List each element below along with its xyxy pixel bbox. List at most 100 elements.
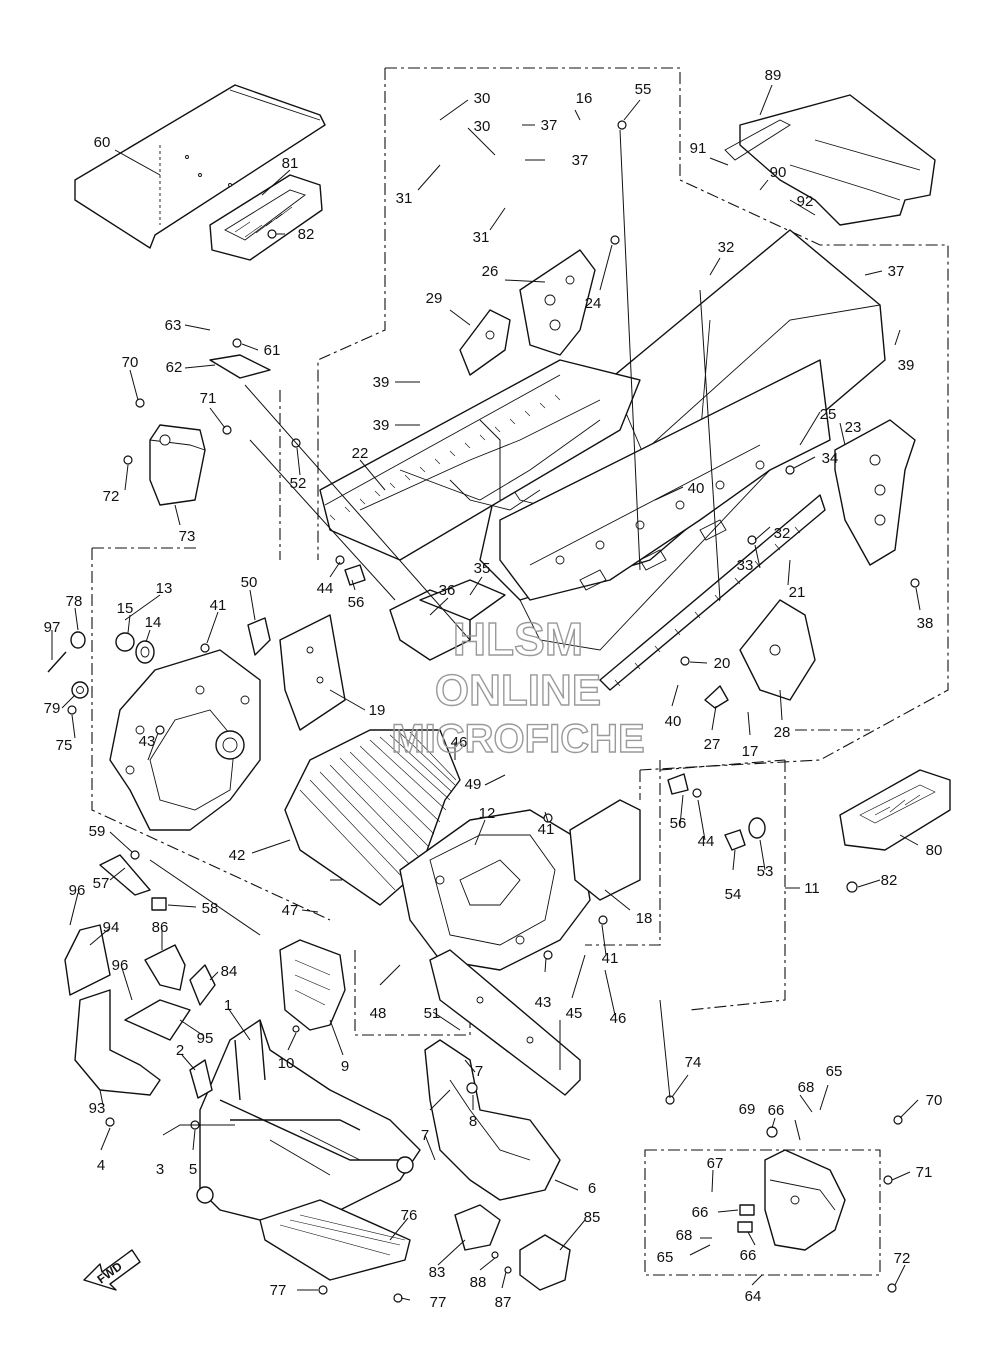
fwd-arrow: FWD [83,1249,141,1291]
callout-11: 11 [804,880,820,897]
callout-70: 70 [926,1092,943,1109]
part-26-bracket [519,249,596,356]
callout-79: 79 [44,700,61,717]
part-80-vent [839,769,951,851]
callout-91: 91 [690,140,707,157]
callout-32: 32 [774,525,791,542]
callout-22: 22 [352,445,369,462]
callout-41: 41 [602,950,619,967]
callout-59: 59 [89,823,106,840]
part-83-bracket [454,1204,501,1251]
part-22-frame-member [319,359,641,561]
callout-5: 5 [189,1161,197,1178]
callout-47: 47 [282,902,299,919]
boundary-front [91,547,661,946]
callout-64: 64 [745,1288,762,1305]
part-84-bracket [189,964,216,1006]
callout-26: 26 [482,263,499,280]
callout-82: 82 [881,872,898,889]
callout-4: 4 [97,1157,105,1174]
callout-37: 37 [541,117,558,134]
callout-71: 71 [916,1164,933,1181]
callout-56: 56 [348,594,365,611]
callout-7: 7 [475,1063,483,1080]
callout-84: 84 [221,963,238,980]
callout-30: 30 [474,118,491,135]
callout-15: 15 [117,600,134,617]
callout-33: 33 [737,557,754,574]
main-tunnel-frame [479,229,886,651]
callout-29: 29 [426,290,443,307]
part-54-clip [724,829,746,851]
callout-69: 69 [739,1101,756,1118]
callout-61: 61 [264,342,281,359]
callout-38: 38 [917,615,934,632]
part-27-plate [704,685,729,709]
callout-57: 57 [93,875,110,892]
boundary-11 [639,759,786,800]
callout-40: 40 [688,480,705,497]
callout-53: 53 [757,863,774,880]
callout-80: 80 [926,842,943,859]
callout-43: 43 [535,994,552,1011]
callout-41: 41 [538,821,555,838]
watermark-line-1: HLSM [453,613,583,665]
part-23-bracket [834,419,916,566]
boundary-subframe [689,729,870,1011]
callout-76: 76 [401,1207,418,1224]
callout-24: 24 [585,295,602,312]
part-76-skid-plate [259,1199,411,1281]
callout-97: 97 [44,619,61,636]
callout-21: 21 [789,584,806,601]
part-62-bracket [209,354,271,379]
part-81-vent [209,174,323,261]
callout-96: 96 [69,882,86,899]
callout-39: 39 [373,417,390,434]
callout-88: 88 [470,1274,487,1291]
part-85-cover [519,1234,571,1291]
callout-18: 18 [636,910,653,927]
callout-31: 31 [473,229,490,246]
callout-44: 44 [698,833,715,850]
callout-52: 52 [290,475,307,492]
part-57-bracket [99,854,151,896]
part-95-panel [124,999,191,1041]
callout-75: 75 [56,737,73,754]
callout-36: 36 [439,582,456,599]
part-12-mid-frame [399,809,591,971]
part-93-lower-panel [74,989,161,1096]
callout-42: 42 [229,847,246,864]
part-64-bracket [737,1149,846,1251]
watermark-line-2: ONLINE [435,666,601,715]
callout-12: 12 [479,805,496,822]
parts-14-15-bearings [115,632,155,664]
callout-86: 86 [152,919,169,936]
part-53-spacer [748,817,766,839]
callout-30: 30 [474,90,491,107]
part-29-bracket [459,309,511,376]
callout-16: 16 [576,90,593,107]
callout-73: 73 [179,528,196,545]
callout-6: 6 [588,1180,596,1197]
callout-1: 1 [224,997,232,1014]
callout-40: 40 [665,713,682,730]
callout-74: 74 [685,1054,702,1071]
callout-89: 89 [765,67,782,84]
callout-51: 51 [424,1005,441,1022]
callout-31: 31 [396,190,413,207]
callout-35: 35 [474,560,491,577]
callout-60: 60 [94,134,111,151]
callout-46: 46 [451,734,468,751]
callout-37: 37 [888,263,905,280]
callout-58: 58 [202,900,219,917]
callout-87: 87 [495,1294,512,1311]
part-94-panel [64,924,111,996]
callout-32: 32 [718,239,735,256]
callout-81: 81 [282,155,299,172]
leader-lines [51,84,921,1301]
part-6-side-panel [424,1039,561,1201]
callout-44: 44 [317,580,334,597]
callout-50: 50 [241,574,258,591]
